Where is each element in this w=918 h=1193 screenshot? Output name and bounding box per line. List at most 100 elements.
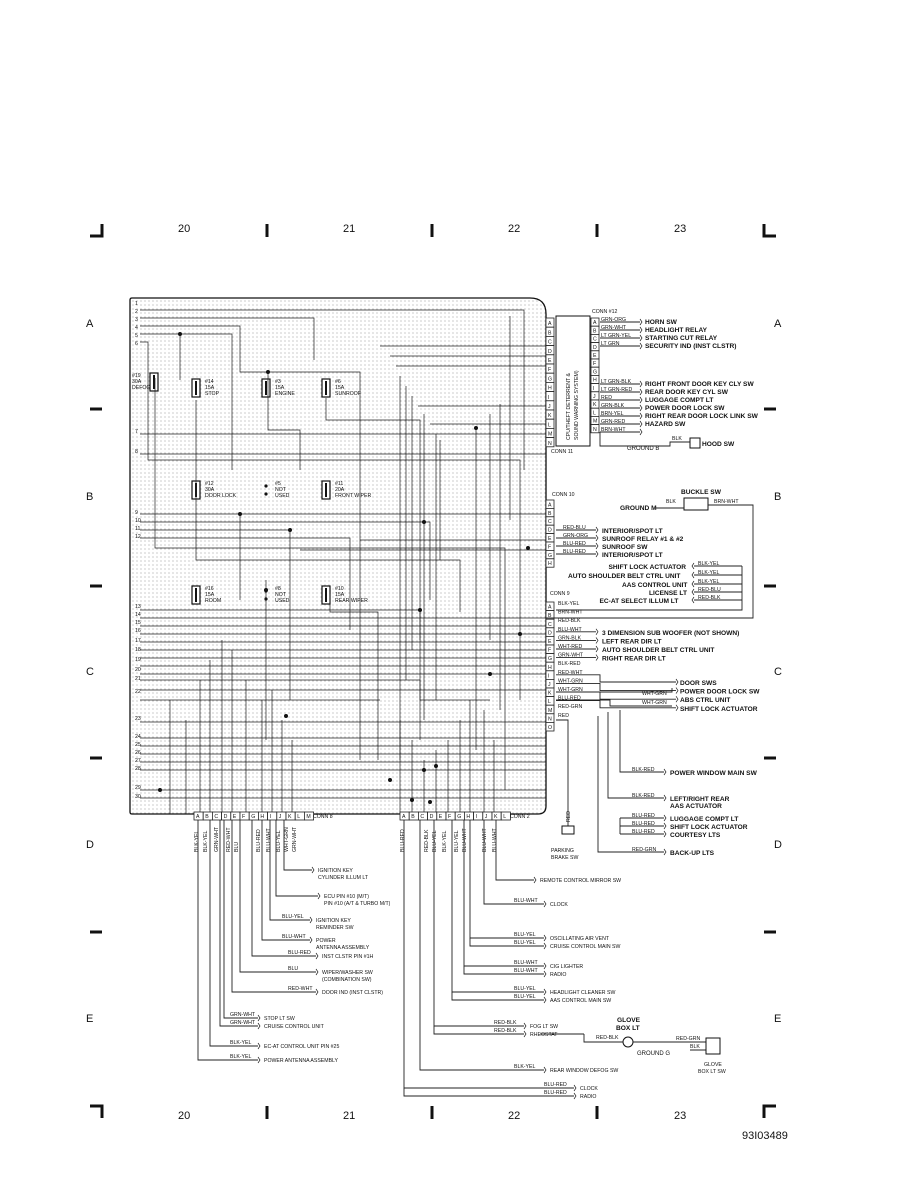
buckle-switch: BUCKLE SW BLK BRN-WHT GROUND M [546,489,754,619]
connector-pin [500,811,511,821]
connector-pin-letter: D [593,345,597,351]
wire-color: BLK-RED [632,767,655,773]
wire-destination: AAS CONTROL MAIN SW [550,998,611,1004]
conn10-title: CONN 10 [552,492,575,498]
junction-row-number: 12 [135,534,141,540]
wire-destination: HEADLIGHT CLEANER SW [550,990,615,996]
wire-destination: DOOR IND (INST CLSTR) [322,990,383,996]
vertical-wire-color: BLU-WHT [482,828,488,852]
connector-pin-letter: H [548,665,552,671]
conn12-wire: BRN-WHT [600,427,643,436]
wire-destination-2: REMINDER SW [316,925,354,931]
corner-mark-bottom-left [90,1104,104,1118]
connector-pin-letter: K [548,691,552,697]
fuse-name: DEFOG [132,385,150,391]
fuse-number: #5 [275,481,281,487]
connector-pin-letter: D [548,528,552,534]
hood-blk-color: BLK [672,436,682,442]
junction-row-numbers: 1234567891011121314151617181920212223242… [135,301,141,800]
wire-destination: BACK-UP LTS [670,850,715,857]
junction-row-number: 19 [135,657,141,663]
column-label: 22 [508,1110,520,1122]
connector-pin-letter: J [548,404,551,410]
row-label: E [774,1013,781,1025]
junction-row-number: 16 [135,628,141,634]
fuse-name: ROOM [205,598,221,604]
conn9-branch: WHT-GRN WHT-GRN [556,688,673,707]
wire-color: BRN-WHT [558,610,583,616]
fuse-number: #19 [132,373,141,379]
vertical-wire-color: BLK-YEL [194,831,200,852]
wire-destination: ECU PIN #10 (M/T) [324,894,369,900]
connector-pin-letter: I [593,386,594,392]
wire-color: BLU-WHT [558,627,582,633]
conn9-wire: RED-BLK [558,618,581,624]
wire-color: RED-BLK [494,1020,517,1026]
junction-row-number: 17 [135,638,141,644]
wire-color: LT GRN-YEL [601,333,631,339]
connector-pin-letter: F [242,814,245,820]
fuse-number: #14 [205,379,214,385]
connector-pin-letter: C [548,519,552,525]
vertical-wire-color: BLU [234,842,240,852]
fuse-terminal [264,492,268,496]
wire-color: RED-BLK [558,618,581,624]
wire-color: BLK-YEL [698,579,719,585]
wire-color: GRN-BLK [558,635,582,641]
splice-dots [158,332,530,804]
wire-color: RED-BLK [494,1028,517,1034]
wire-destination: AUTO SHOULDER BELT CTRL UNIT [568,573,680,580]
connector-pin-letter: O [548,725,552,731]
parking-label-2: BRAKE SW [551,855,578,861]
wire-color: GRN-BLK [601,403,625,409]
connector-pin-letter: I [548,673,549,679]
connector-pin-letter: G [457,814,461,820]
connector-pin-letter: D [548,349,552,355]
connector-pin-letter: F [548,648,551,654]
connector-pin-letter: E [593,353,597,359]
connector-pin-letter: A [402,814,406,820]
conn9-title: CONN 9 [550,591,570,597]
conn8-title: CONN 8 [313,814,333,820]
junction-row-number: 15 [135,620,141,626]
connector-pin-letter: I [270,814,271,820]
wire-destination: POWER DOOR LOCK SW [680,689,760,696]
wire-destination: SHIFT LOCK ACTUATOR [680,706,758,713]
wire-color: BLU-RED [632,829,655,835]
corner-mark-bottom-right [762,1104,776,1118]
junction-row-number: 4 [135,325,138,331]
wire-color: BLU-WHT [514,968,538,974]
wire-destination: STOP LT SW [264,1016,295,1022]
fuse-terminal [264,484,268,488]
wire-destination: AUTO SHOULDER BELT CTRL UNIT [602,647,714,654]
fuse-amps: 15A [335,385,345,391]
connector-pin-letter: F [548,367,551,373]
fuse-name: DOOR LOCK [205,493,237,499]
wire-color: BLK-YEL [698,561,719,567]
connector-pin-letter: A [548,321,552,327]
column-label: 21 [343,1110,355,1122]
wire-color: BLU-WHT [514,960,538,966]
fuse-number: #6 [335,379,341,385]
parking-label-1: PARKING [551,848,574,854]
wire-destination-2: AAS ACTUATOR [670,803,722,810]
junction-row-number: 21 [135,676,141,682]
connector-pin-letter: H [466,814,470,820]
